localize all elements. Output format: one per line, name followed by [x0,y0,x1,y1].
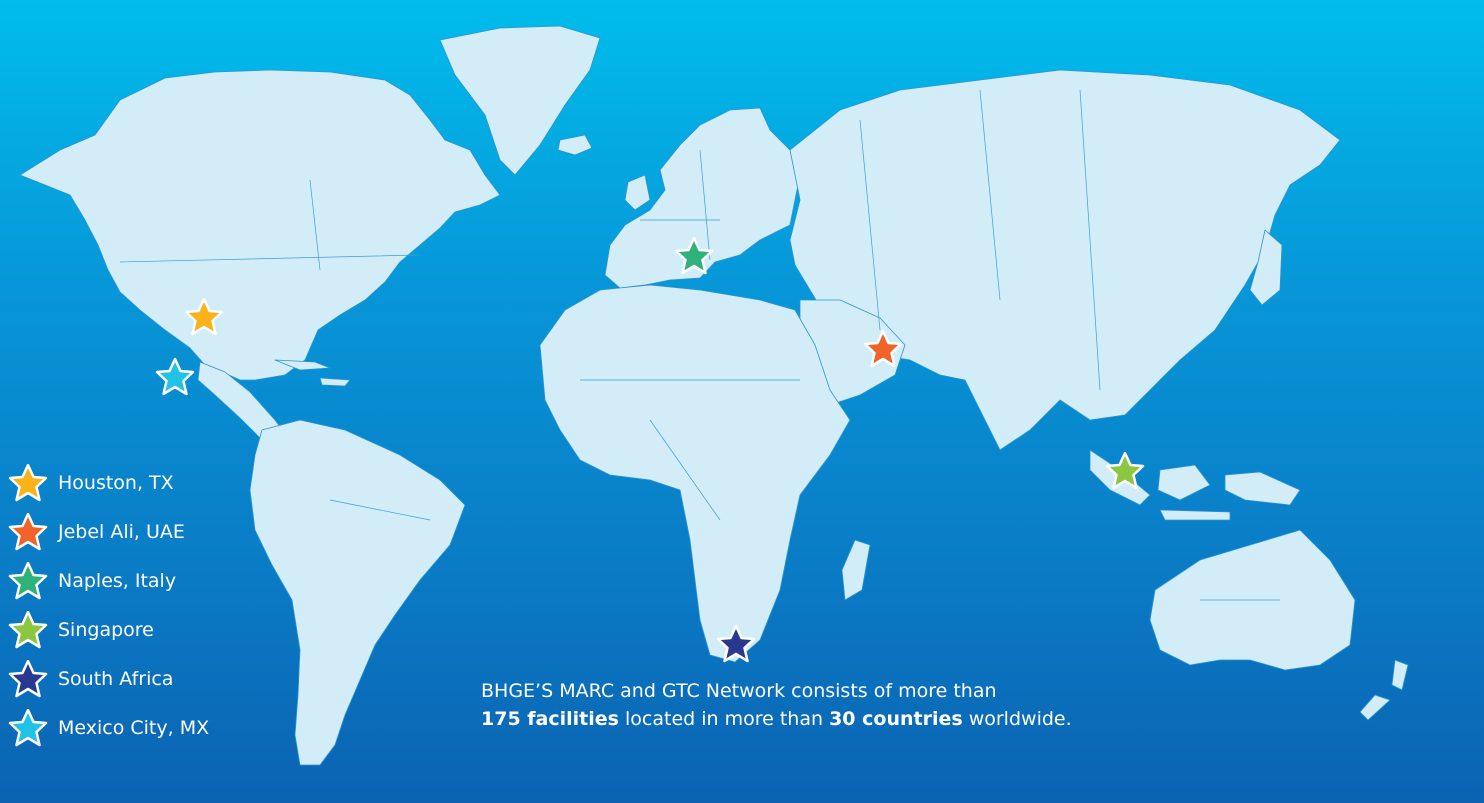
new-zealand [1359,659,1409,721]
legend-item-south-africa[interactable]: South Africa [8,654,209,703]
caption-line-2: 175 facilities located in more than 30 c… [481,705,1072,733]
legend-item-naples[interactable]: Naples, Italy [8,556,209,605]
star-icon [8,659,48,697]
star-icon [8,463,48,501]
legend-item-mexico-city[interactable]: Mexico City, MX [8,703,209,752]
madagascar [841,539,871,601]
legend-label: Naples, Italy [58,569,177,592]
southeast-asia-islands [1089,449,1301,521]
greenland-landmass [439,25,601,176]
marker-south-africa-star-icon[interactable] [716,624,756,663]
marker-mexico-city-star-icon[interactable] [155,357,195,396]
countries-count: 30 countries [829,708,963,730]
marker-naples-star-icon[interactable] [674,236,714,275]
star-icon [8,610,48,648]
country-borders [119,89,1280,601]
caption-mid: located in more than [618,708,830,730]
caption-line-1: BHGE’S MARC and GTC Network consists of … [481,680,997,702]
star-icon [8,512,48,550]
star-icon [8,561,48,599]
iceland [557,134,593,156]
africa-landmass [539,284,851,663]
legend-label: Jebel Ali, UAE [58,520,185,543]
marker-jebel-ali-star-icon[interactable] [863,329,903,368]
star-icon [8,708,48,746]
legend-label: Singapore [58,618,154,641]
map-legend: Houston, TX Jebel Ali, UAE Naples, Italy… [8,458,209,752]
facilities-count: 175 facilities [481,708,619,730]
legend-item-jebel-ali[interactable]: Jebel Ali, UAE [8,507,209,556]
legend-label: South Africa [58,667,174,690]
north-america-landmass [19,69,501,381]
british-isles [624,174,651,211]
network-caption: BHGE’S MARC and GTC Network consists of … [481,677,1072,733]
caribbean-islands [274,359,351,387]
marker-singapore-star-icon[interactable] [1105,451,1145,490]
marker-houston-star-icon[interactable] [184,297,224,336]
legend-label: Mexico City, MX [58,716,210,739]
legend-item-singapore[interactable]: Singapore [8,605,209,654]
caption-end: worldwide. [962,708,1072,730]
south-america-landmass [249,419,466,766]
japan [1249,229,1283,306]
legend-label: Houston, TX [58,471,174,494]
legend-item-houston[interactable]: Houston, TX [8,458,209,507]
